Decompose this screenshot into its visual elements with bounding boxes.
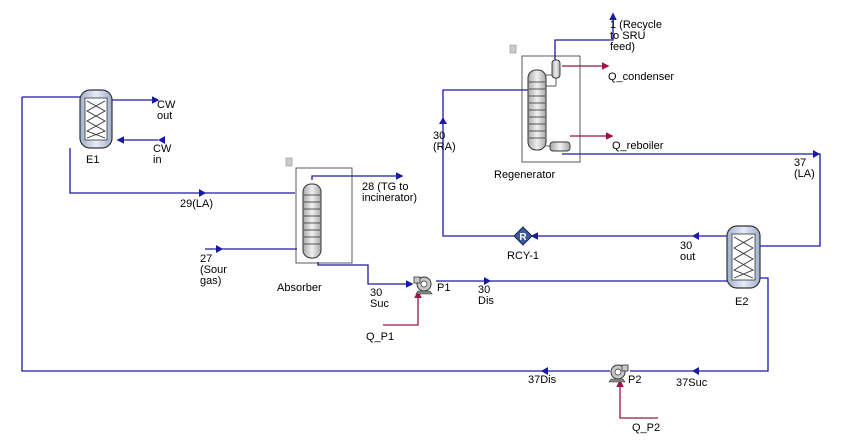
stream-28-line[interactable] — [311, 172, 404, 180]
pump-p2[interactable] — [608, 364, 629, 383]
label-regenerator: Regenerator — [494, 169, 555, 181]
stream-29-line[interactable] — [69, 148, 295, 194]
stream-37suc-line[interactable] — [630, 277, 769, 372]
energy-q-p2-line[interactable] — [616, 379, 658, 419]
label-absorber: Absorber — [277, 282, 322, 294]
arrow-37dis — [541, 367, 548, 375]
label-29: 29(LA) — [180, 198, 213, 210]
label-37-la: 37 (LA) — [794, 157, 815, 180]
label-q-condenser: Q_condenser — [608, 71, 674, 83]
arrow-29 — [199, 189, 206, 197]
label-cw-out: CW out — [157, 99, 178, 122]
recycle-rcy1[interactable]: R — [513, 226, 533, 246]
stream-37-la-line[interactable] — [562, 153, 821, 247]
label-30-ra: 30 (RA) — [433, 130, 456, 153]
label-p1: P1 — [437, 282, 450, 294]
stream-37dis-line[interactable] — [21, 97, 610, 372]
label-q-reboiler: Q_reboiler — [612, 140, 664, 152]
arrow-30ra — [439, 117, 447, 124]
absorber-column[interactable] — [285, 157, 353, 264]
heat-exchanger-e2[interactable] — [726, 225, 761, 289]
label-rcy1: RCY-1 — [507, 250, 539, 262]
label-30-dis: 30 Dis — [478, 284, 494, 307]
arrow-27 — [216, 245, 223, 253]
stream-30-ra-line[interactable] — [442, 89, 528, 237]
label-28: 28 (TG to incinerator) — [362, 181, 417, 204]
stream-30-suc-line[interactable] — [317, 262, 414, 288]
arrow-37la — [813, 150, 820, 158]
pump-p1[interactable] — [413, 276, 433, 295]
label-p2: P2 — [628, 374, 641, 386]
label-30-suc: 30 Suc — [370, 287, 389, 310]
arrow-30out — [692, 232, 699, 240]
stream-1-line[interactable] — [554, 12, 617, 60]
recycle-symbol: R — [519, 232, 527, 243]
label-37suc: 37Suc — [676, 377, 708, 389]
label-cw-in: CW in — [153, 143, 174, 166]
label-e2: E2 — [735, 296, 748, 308]
label-q-p1: Q_P1 — [366, 331, 394, 343]
heat-exchanger-e1[interactable] — [79, 89, 113, 149]
label-30-out: 30 out — [680, 240, 695, 263]
label-e1: E1 — [86, 154, 99, 166]
arrow-37suc — [692, 367, 699, 375]
energy-q-p1-line[interactable] — [383, 290, 422, 326]
reboiler-drum — [549, 141, 571, 152]
label-37dis: 37Dis — [528, 374, 557, 386]
label-1-recycle: 1 (Recycle to SRU feed) — [610, 19, 665, 53]
regenerator-column[interactable] — [509, 44, 581, 163]
arrow-cw-in — [158, 136, 165, 144]
arrow-30dis — [484, 277, 491, 285]
label-27: 27 (Sour gas) — [200, 253, 230, 287]
condenser-drum — [551, 59, 561, 79]
label-q-p2: Q_P2 — [632, 422, 660, 434]
